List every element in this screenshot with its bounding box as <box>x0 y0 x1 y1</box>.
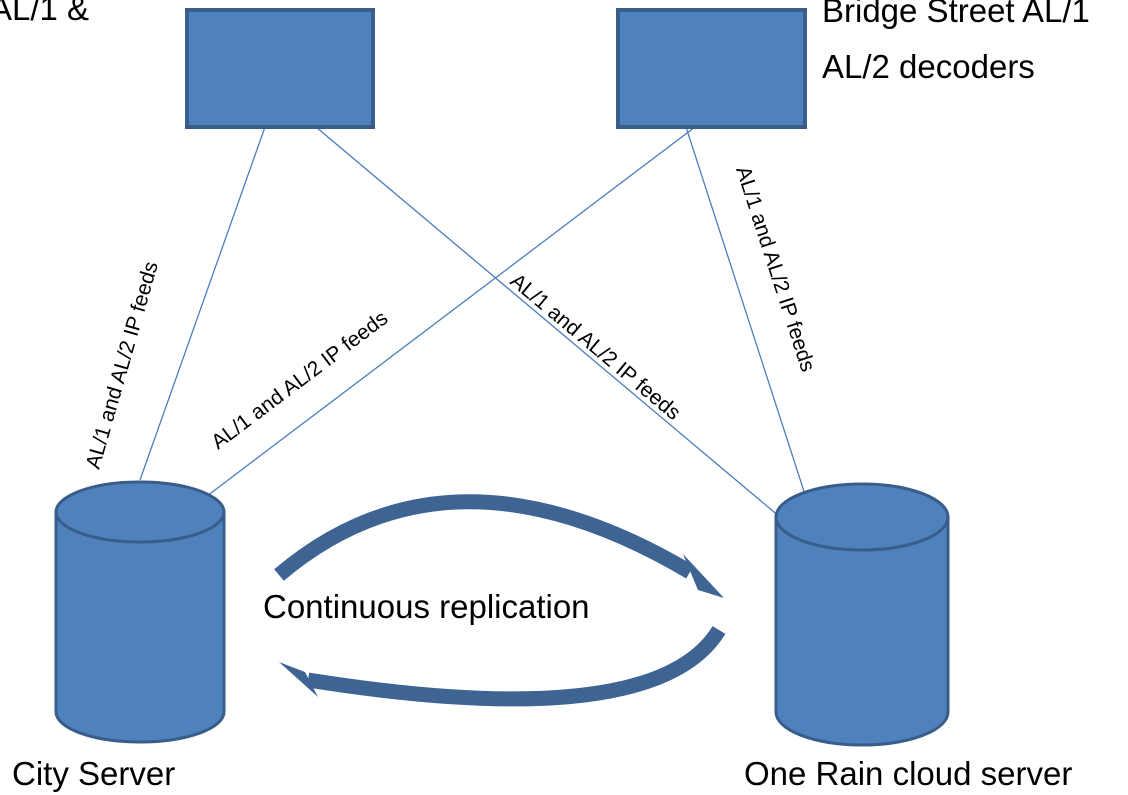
city-server-cylinder-body <box>54 510 226 744</box>
left-to-cloud-feed-label: AL/1 and AL/2 IP feeds <box>506 269 685 424</box>
replication-label: Continuous replication <box>263 588 590 625</box>
link-right-decoder-to-city-server <box>206 126 696 497</box>
city-server-cylinder-top <box>54 480 226 544</box>
replication-arrow-to-cloud-head <box>683 554 724 598</box>
right-decoder-label-line1: Bridge Street AL/1 <box>822 0 1090 29</box>
replication-arrow-to-city-head <box>279 662 318 697</box>
link-left-decoder-to-city-server <box>139 126 266 481</box>
city-server-label: City Server <box>12 755 175 792</box>
cloud-server-cylinder-top <box>774 482 950 552</box>
cloud-server-cylinder-body <box>774 515 950 747</box>
left-decoder-label: AL/1 & <box>0 0 89 27</box>
right-decoder-box <box>616 8 807 129</box>
replication-arrow-to-cloud-shaft <box>274 494 694 581</box>
cloud-server-cylinder <box>774 482 950 747</box>
replication-arrow-to-city <box>279 625 726 707</box>
city-server-cylinder <box>54 480 226 744</box>
connection-lines <box>139 126 834 582</box>
left-decoder-box <box>185 8 375 129</box>
link-left-decoder-to-cloud-server <box>315 126 819 550</box>
cloud-server-label: One Rain cloud server <box>744 755 1072 792</box>
right-to-city-feed-label: AL/1 and AL/2 IP feeds <box>207 307 392 454</box>
replication-arrow-to-cloud <box>274 494 724 598</box>
replication-arrow-to-city-shaft <box>306 625 726 707</box>
right-vertical-feed-label: AL/1 and AL/2 IP feeds <box>731 163 819 374</box>
left-vertical-feed-label: AL/1 and AL/2 IP feeds <box>82 259 163 471</box>
right-decoder-label-line2: AL/2 decoders <box>822 48 1035 85</box>
